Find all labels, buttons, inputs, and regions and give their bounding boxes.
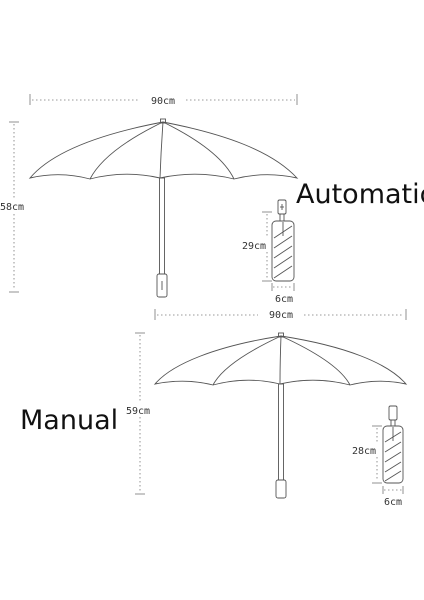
automatic-width-label: 90cm	[151, 96, 175, 107]
manual-folded-width-dimension	[382, 486, 404, 494]
automatic-folded-width-dimension	[271, 283, 295, 291]
manual-width-label: 90cm	[269, 310, 293, 321]
automatic-open-umbrella	[28, 118, 299, 298]
manual-folded-length-dimension	[372, 425, 382, 484]
automatic-folded-length-label: 29cm	[242, 241, 266, 252]
manual-folded-width-label: 6cm	[384, 497, 402, 508]
automatic-label: Automatic	[296, 179, 424, 210]
manual-height-dimension	[135, 332, 145, 495]
automatic-folded-width-label: 6cm	[275, 294, 293, 305]
manual-folded-umbrella	[382, 405, 404, 484]
manual-label: Manual	[20, 405, 118, 436]
manual-folded-length-label: 28cm	[352, 446, 376, 457]
automatic-height-dimension	[9, 121, 19, 293]
automatic-folded-length-dimension	[262, 211, 272, 282]
manual-height-label: 59cm	[126, 406, 150, 417]
automatic-folded-umbrella	[271, 199, 295, 282]
automatic-width-dimension	[29, 94, 298, 105]
automatic-height-label: 58cm	[0, 202, 24, 213]
manual-open-umbrella	[153, 332, 408, 499]
manual-width-dimension	[154, 309, 407, 320]
